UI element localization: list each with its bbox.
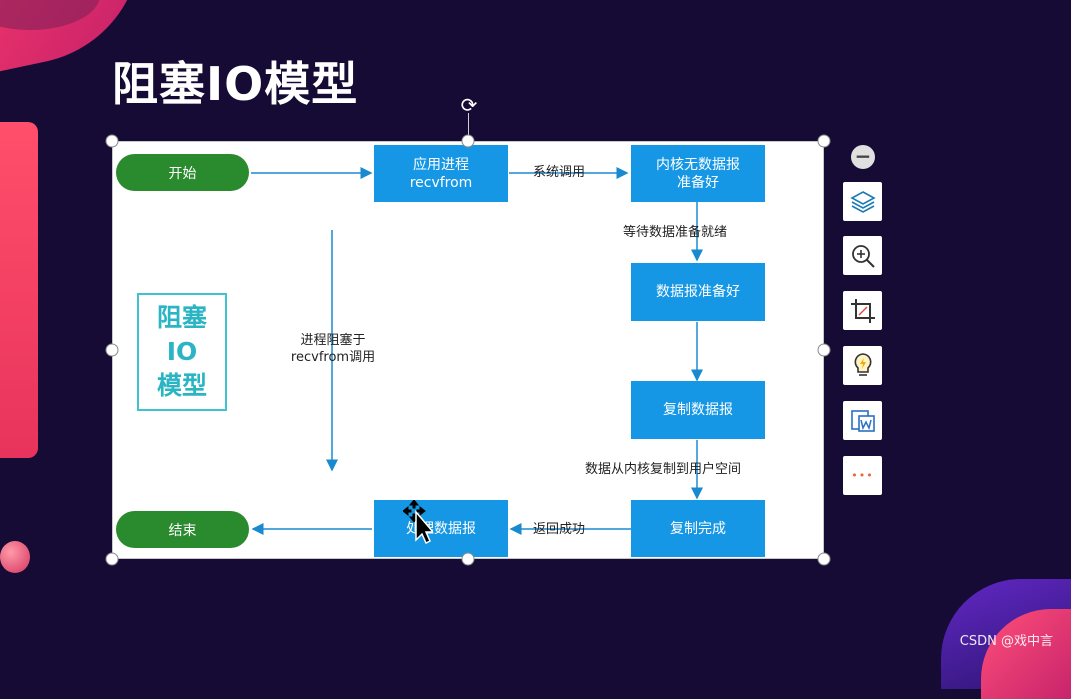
selected-image[interactable]: 开始 应用进程 recvfrom 内核无数据报 准备好 数据报准备好 复制数据报…: [112, 141, 824, 559]
resize-handle-top[interactable]: [461, 134, 475, 148]
zoom-in-button[interactable]: [843, 236, 882, 275]
resize-handle-bottom[interactable]: [461, 552, 475, 566]
decor-left-bar: [0, 122, 38, 458]
rotate-connector: [468, 113, 469, 135]
copy-done-node: 复制完成: [631, 500, 765, 557]
resize-handle-bottom-right[interactable]: [817, 552, 831, 566]
slide-title[interactable]: 阻塞IO模型: [112, 57, 359, 111]
side-title-line-1: 阻塞: [156, 303, 207, 332]
blocked-label: 进程阻塞于 recvfrom调用: [290, 333, 376, 365]
blocking-io-side-title: 阻塞 IO 模型: [137, 293, 227, 411]
more-icon: •••: [851, 469, 874, 482]
app-process-node: 应用进程 recvfrom: [374, 145, 508, 202]
idea-button[interactable]: [843, 346, 882, 385]
start-node: 开始: [116, 154, 249, 191]
layers-icon: [849, 190, 876, 213]
zoom-in-icon: [851, 244, 875, 268]
idea-icon: [853, 352, 872, 376]
side-title-line-2: IO: [166, 337, 198, 366]
word-icon: [850, 409, 875, 432]
layers-button[interactable]: [843, 182, 882, 221]
kernel-no-data-node: 内核无数据报 准备好: [631, 145, 765, 202]
resize-handle-top-left[interactable]: [105, 134, 119, 148]
collapse-toolbar-button[interactable]: −: [851, 145, 875, 169]
flow-arrows: [251, 167, 703, 535]
crop-button[interactable]: [843, 291, 882, 330]
copy-label: 数据从内核复制到用户空间: [585, 462, 742, 477]
resize-handle-right[interactable]: [817, 343, 831, 357]
resize-handle-bottom-left[interactable]: [105, 552, 119, 566]
datagram-ready-node: 数据报准备好: [631, 263, 765, 321]
crop-icon: [850, 298, 875, 323]
end-node: 结束: [116, 511, 249, 548]
side-title-line-3: 模型: [156, 371, 207, 400]
process-datagram-node: 处理数据报: [374, 500, 508, 557]
wait-label: 等待数据准备就绪: [623, 225, 728, 240]
copy-datagram-node: 复制数据报: [631, 381, 765, 439]
resize-handle-top-right[interactable]: [817, 134, 831, 148]
move-cursor-icon: [403, 500, 433, 544]
return-label: 返回成功: [533, 522, 586, 537]
more-options-button[interactable]: •••: [843, 456, 882, 495]
watermark: CSDN @戏中言: [959, 634, 1053, 649]
syscall-label: 系统调用: [533, 165, 586, 180]
convert-to-word-button[interactable]: [843, 401, 882, 440]
decor-ball: [0, 541, 30, 573]
rotate-handle-icon[interactable]: ⟳: [460, 93, 478, 117]
resize-handle-left[interactable]: [105, 343, 119, 357]
